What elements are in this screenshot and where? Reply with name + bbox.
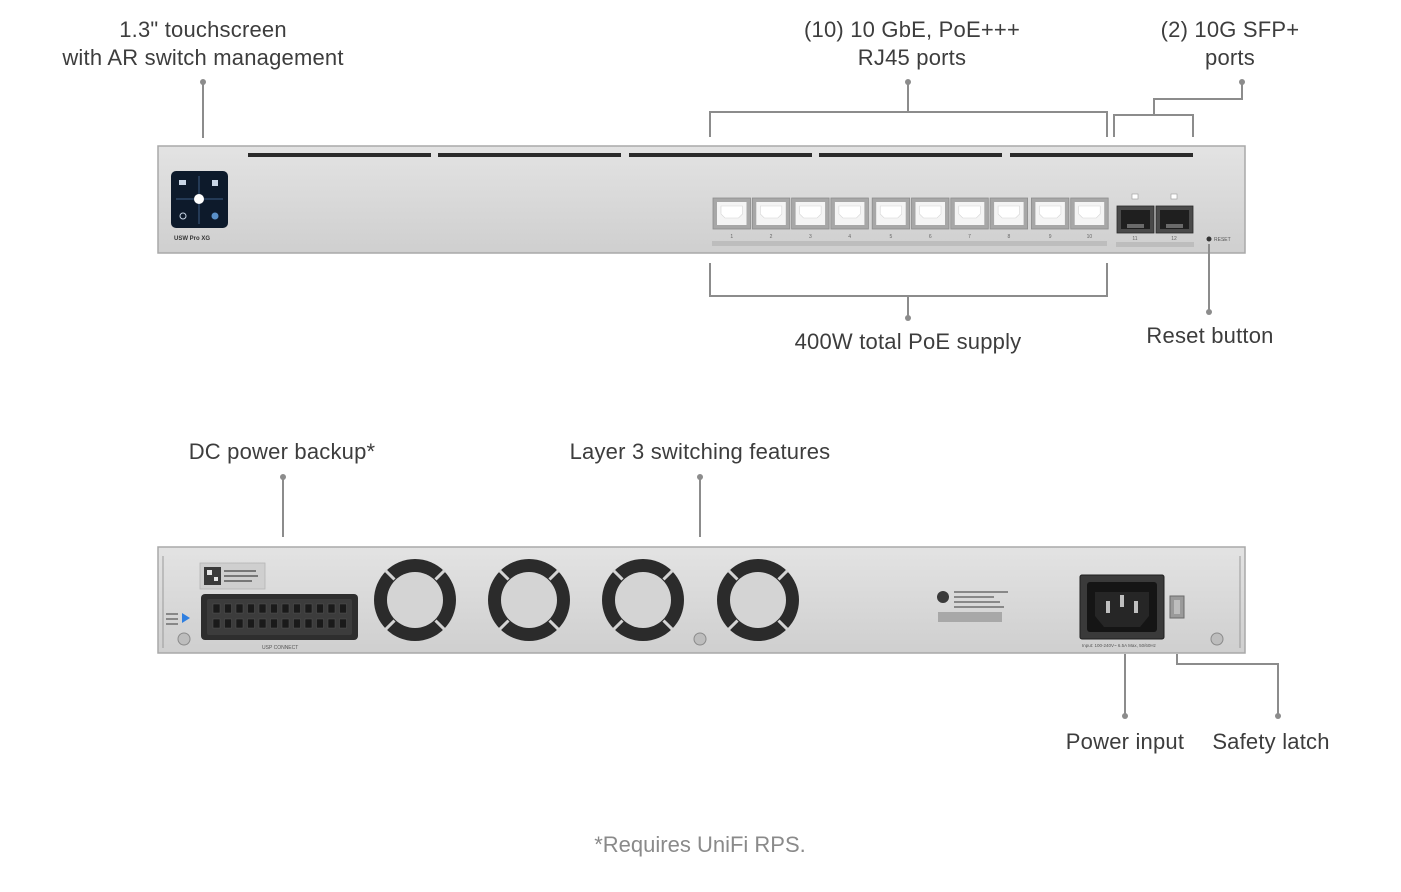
connector-pins — [212, 603, 347, 629]
leader-dots — [200, 79, 1245, 321]
callout-layer3: Layer 3 switching features — [569, 439, 831, 464]
port-status-strip — [712, 241, 1107, 246]
sfp-port-block: 11 12 — [1116, 193, 1194, 242]
front-leader-lines — [202, 82, 1243, 318]
footnote: *Requires UniFi RPS. — [594, 832, 806, 857]
callout-reset-button: Reset button — [1146, 323, 1274, 348]
vent-slot — [629, 153, 812, 157]
port-number-label: 1 — [730, 234, 733, 240]
rj45-port-block: 1 2 3 4 5 6 7 8 9 10 — [712, 197, 1109, 240]
callout-dc-power-backup: DC power backup* — [188, 439, 376, 464]
port-number-label: 6 — [929, 234, 932, 240]
port-number-label: 5 — [890, 234, 893, 240]
port-number-label: 7 — [968, 234, 971, 240]
rear-leader-lines — [282, 477, 1279, 716]
vent-slot — [438, 153, 621, 157]
callout-rj45-ports: (10) 10 GbE, PoE+++ RJ45 ports — [804, 17, 1020, 70]
fan-block — [374, 559, 799, 641]
screen-icon — [212, 180, 218, 186]
port-number-label: 2 — [770, 234, 773, 240]
screw-icon — [1210, 632, 1224, 646]
port-number-label: 3 — [809, 234, 812, 240]
rj45-port[interactable]: 2 — [751, 197, 791, 240]
rj45-port[interactable]: 4 — [830, 197, 869, 240]
sfp-port[interactable]: 12 — [1155, 193, 1194, 242]
port-number-label: 10 — [1087, 234, 1093, 240]
rj45-port[interactable]: 8 — [989, 197, 1028, 240]
compliance-label — [937, 591, 1008, 622]
fan-icon — [602, 559, 684, 641]
power-input-socket[interactable] — [1079, 574, 1165, 640]
callout-sfp-ports: (2) 10G SFP+ ports — [1160, 17, 1300, 70]
sfp-led — [1131, 193, 1139, 200]
sfp-port[interactable]: 11 — [1116, 193, 1155, 242]
rj45-port[interactable]: 1 — [712, 197, 751, 240]
vent-slot — [248, 153, 431, 157]
callout-power-input: Power input — [1065, 729, 1185, 754]
ubiquiti-logo-icon — [937, 591, 949, 603]
screw-icon — [693, 632, 707, 646]
rj45-port[interactable]: 5 — [871, 197, 911, 240]
fan-icon — [374, 559, 456, 641]
power-rating-label: Input: 100-240V~ 6.5A Max, 50/60Hz — [1082, 643, 1157, 648]
sfp-led — [1170, 193, 1178, 200]
fan-icon — [717, 559, 799, 641]
screw-icon — [177, 632, 191, 646]
sfp-status-strip — [1116, 242, 1194, 247]
port-number-label: 8 — [1007, 234, 1010, 240]
usp-connect-label: USP CONNECT — [262, 645, 298, 651]
rj45-port[interactable]: 3 — [791, 197, 830, 240]
screen-icon — [179, 180, 186, 185]
port-number-label: 11 — [1132, 236, 1137, 242]
safety-latch[interactable] — [1169, 595, 1185, 619]
screen-icon — [211, 212, 219, 220]
fan-icon — [488, 559, 570, 641]
model-label: USW Pro XG — [174, 236, 210, 242]
callout-safety-latch: Safety latch — [1212, 729, 1330, 754]
rear-panel: USP CONNECT — [157, 546, 1246, 654]
rj45-port[interactable]: 7 — [950, 197, 989, 240]
status-led-icon — [182, 613, 190, 623]
callout-touchscreen: 1.3" touchscreen with AR switch manageme… — [62, 17, 344, 70]
dc-power-backup-connector[interactable] — [201, 594, 358, 640]
callout-poe-supply: 400W total PoE supply — [794, 329, 1022, 354]
rj45-port[interactable]: 10 — [1070, 197, 1109, 240]
screen-icon — [179, 212, 187, 220]
rear-leader-dots — [280, 474, 1281, 719]
vent-slot — [819, 153, 1002, 157]
port-number-label: 4 — [848, 234, 851, 240]
qr-code-icon — [204, 567, 221, 585]
reset-button[interactable] — [1206, 236, 1212, 242]
rj45-port[interactable]: 9 — [1031, 197, 1070, 240]
touchscreen-center-icon — [194, 194, 204, 204]
port-number-label: 12 — [1171, 236, 1177, 242]
vent-slot — [1010, 153, 1193, 157]
rj45-port[interactable]: 6 — [911, 197, 950, 240]
touchscreen-display — [171, 171, 228, 228]
port-number-label: 9 — [1049, 234, 1052, 240]
reset-label: RESET — [1214, 237, 1231, 243]
